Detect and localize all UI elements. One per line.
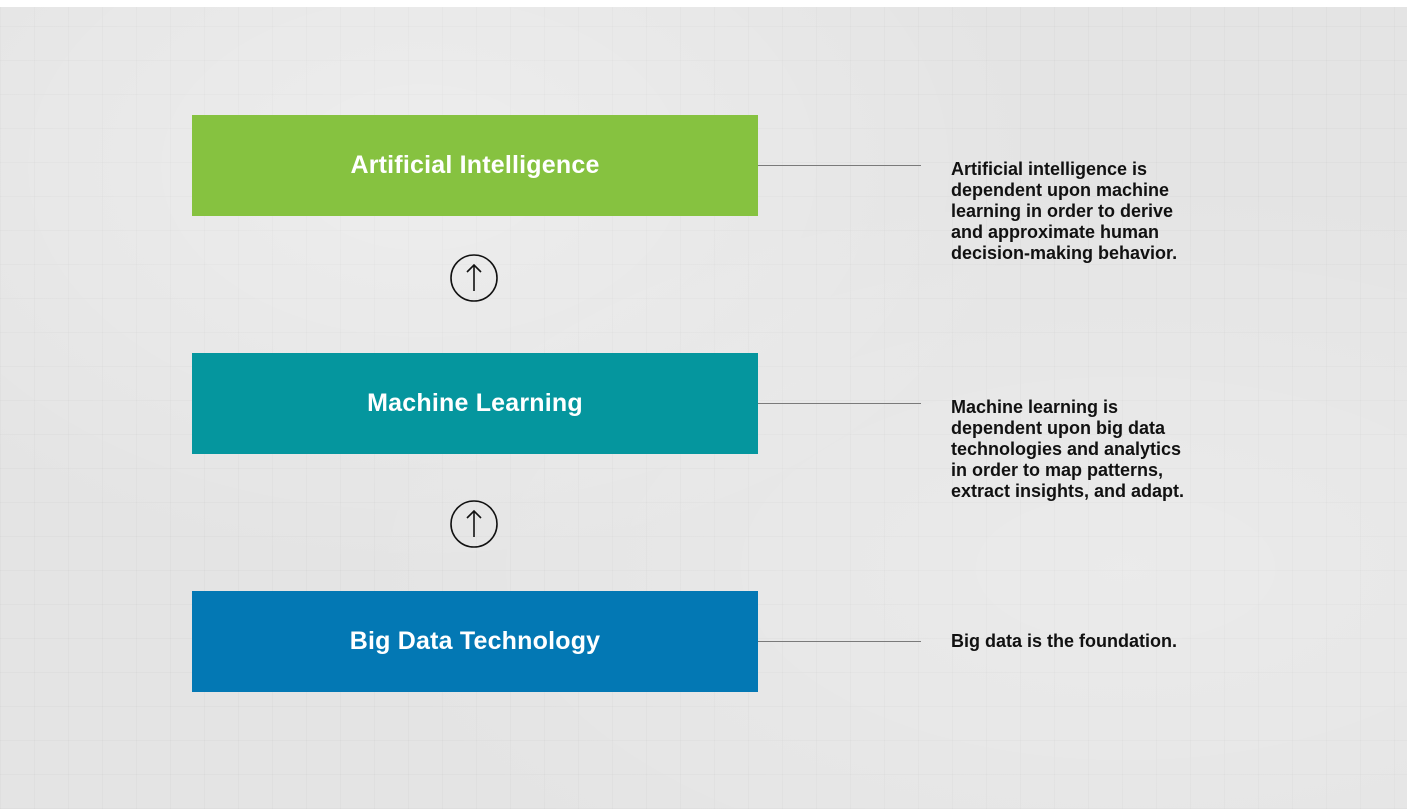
connector-line-machine-learning xyxy=(758,403,921,404)
layer-label-big-data-technology: Big Data Technology xyxy=(349,627,601,655)
layer-box-artificial-intelligence: Artificial Intelligence xyxy=(192,115,758,216)
connector-line-big-data-technology xyxy=(758,641,921,642)
description-machine-learning: Machine learning is dependent upon big d… xyxy=(951,397,1185,501)
layer-label-artificial-intelligence: Artificial Intelligence xyxy=(350,151,600,179)
connector-line-artificial-intelligence xyxy=(758,165,921,166)
layer-box-big-data-technology: Big Data Technology xyxy=(192,591,758,692)
layer-label-machine-learning: Machine Learning xyxy=(367,389,583,417)
up-arrow-circle-icon xyxy=(450,254,498,302)
up-arrow-circle-icon xyxy=(450,500,498,548)
layer-box-machine-learning: Machine Learning xyxy=(192,353,758,454)
diagram-canvas: Artificial Intelligence Artificial intel… xyxy=(0,7,1407,809)
description-artificial-intelligence: Artificial intelligence is dependent upo… xyxy=(951,159,1178,263)
description-big-data-technology: Big data is the foundation. xyxy=(951,631,1177,651)
